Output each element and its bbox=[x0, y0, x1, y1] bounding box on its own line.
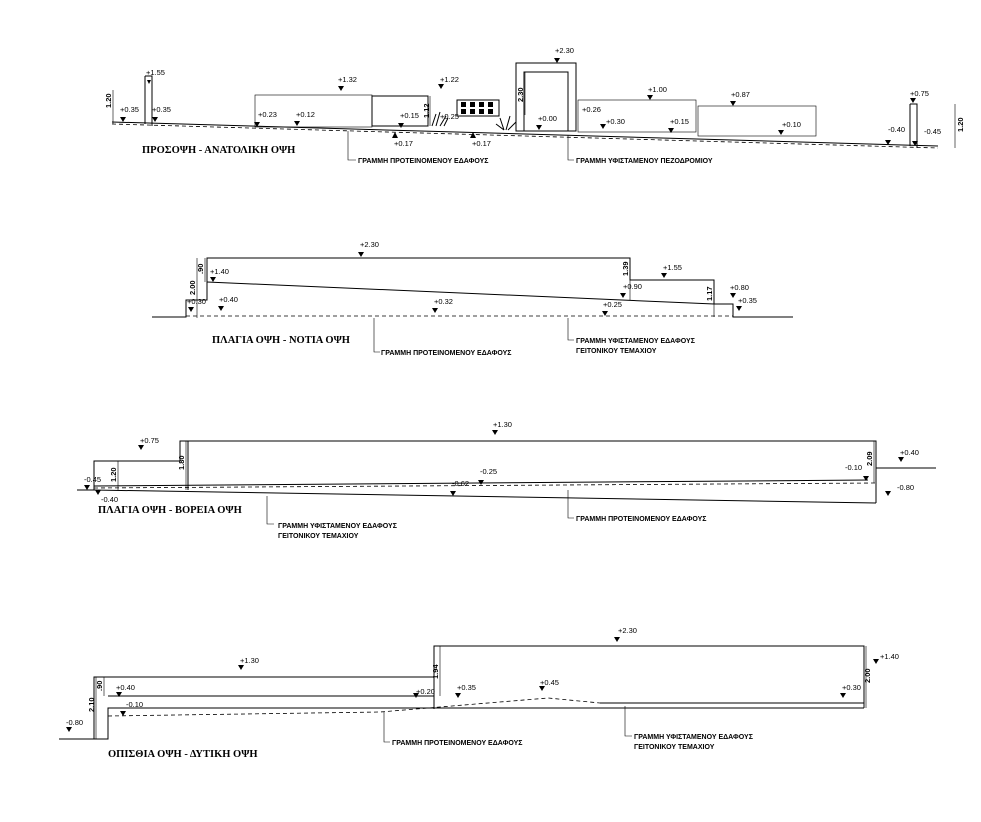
level-label: +0.25 bbox=[440, 112, 459, 121]
level-label: +0.30 bbox=[187, 297, 206, 306]
existing-ground-note: ΓΡΑΜΜΗ ΥΦΙΣΤΑΜΕΝΟΥ ΕΔΑΦΟΥΣ bbox=[634, 734, 753, 741]
level-label: +0.87 bbox=[731, 90, 750, 99]
level-label: -0.40 bbox=[888, 125, 905, 134]
level-label: +0.35 bbox=[738, 296, 757, 305]
proposed-ground-note: ΓΡΑΜΜΗ ΠΡΟΤΕΙΝΟΜΕΝΟΥ ΕΔΑΦΟΥΣ bbox=[358, 158, 488, 165]
existing-ground-note-2: ΓΕΙΤΟΝΙΚΟΥ ΤΕΜΑΧΙΟΥ bbox=[634, 744, 715, 751]
dimension-label: 1.20 bbox=[109, 467, 118, 482]
dimension-label: 2.00 bbox=[188, 280, 197, 295]
level-label: +0.75 bbox=[910, 89, 929, 98]
level-label: +1.40 bbox=[880, 652, 899, 661]
level-label: +0.35 bbox=[457, 683, 476, 692]
level-label: +0.17 bbox=[472, 139, 491, 148]
level-label: +0.30 bbox=[606, 117, 625, 126]
level-label: +0.25 bbox=[603, 300, 622, 309]
dimension-label: 1.94 bbox=[431, 664, 440, 679]
east-elevation-title: ΠΡΟΣΟΨΗ - ΑΝΑΤΟΛΙΚΗ ΟΨΗ bbox=[142, 145, 295, 156]
east-elevation: +1.55 +0.35 +0.35 +0.23 +0.12 +1.32 +0.1… bbox=[104, 46, 965, 165]
existing-sidewalk-note: ΓΡΑΜΜΗ ΥΦΙΣΤΑΜΕΝΟΥ ΠΕΖΟΔΡΟΜΙΟΥ bbox=[576, 158, 713, 165]
level-label: +1.40 bbox=[210, 267, 229, 276]
dimension-label: .90 bbox=[95, 681, 104, 691]
level-label: +0.45 bbox=[540, 678, 559, 687]
existing-ground-note: ΓΡΑΜΜΗ ΥΦΙΣΤΑΜΕΝΟΥ ΕΔΑΦΟΥΣ bbox=[576, 338, 695, 345]
existing-ground-note-2: ΓΕΙΤΟΝΙΚΟΥ ΤΕΜΑΧΙΟΥ bbox=[278, 533, 359, 540]
level-label: -0.45 bbox=[84, 475, 101, 484]
level-label: +1.22 bbox=[440, 75, 459, 84]
proposed-ground-note: ΓΡΑΜΜΗ ΠΡΟΤΕΙΝΟΜΕΝΟΥ ΕΔΑΦΟΥΣ bbox=[381, 350, 511, 357]
level-label: +1.30 bbox=[240, 656, 259, 665]
level-label: +0.35 bbox=[120, 105, 139, 114]
proposed-ground-note: ΓΡΑΜΜΗ ΠΡΟΤΕΙΝΟΜΕΝΟΥ ΕΔΑΦΟΥΣ bbox=[576, 516, 706, 523]
level-label: +0.17 bbox=[394, 139, 413, 148]
level-label: +0.35 bbox=[152, 105, 171, 114]
south-elevation: +2.30 +1.40 +0.30 +0.40 +0.32 +0.25 +0.9… bbox=[152, 240, 793, 357]
level-label: +0.26 bbox=[582, 105, 601, 114]
level-label: +2.30 bbox=[360, 240, 379, 249]
level-label: +0.90 bbox=[623, 282, 642, 291]
level-label: +0.15 bbox=[670, 117, 689, 126]
west-elevation: +2.30 +1.30 +0.40 -0.10 -0.80 +0.20 +0.3… bbox=[59, 626, 899, 760]
north-elevation: +1.30 +0.75 -0.45 -0.40 -0.25 -0.62 +0.4… bbox=[77, 420, 936, 540]
dimension-label: 1.17 bbox=[705, 286, 714, 301]
level-label: +0.80 bbox=[730, 283, 749, 292]
level-label: +0.40 bbox=[900, 448, 919, 457]
level-label: +1.55 bbox=[146, 68, 165, 77]
level-label: +2.30 bbox=[618, 626, 637, 635]
dimension-label: 2.30 bbox=[516, 87, 525, 102]
north-elevation-title: ΠΛΑΓΙΑ ΟΨΗ - ΒΟΡΕΙΑ ΟΨΗ bbox=[98, 505, 242, 516]
level-label: +0.23 bbox=[258, 110, 277, 119]
dimension-label: 1.39 bbox=[621, 261, 630, 276]
level-label: -0.25 bbox=[480, 467, 497, 476]
level-label: +0.40 bbox=[116, 683, 135, 692]
dimension-label: 1.20 bbox=[104, 93, 113, 108]
level-label: +0.32 bbox=[434, 297, 453, 306]
level-label: +0.00 bbox=[538, 114, 557, 123]
level-label: +2.30 bbox=[555, 46, 574, 55]
level-label: -0.40 bbox=[101, 495, 118, 504]
level-label: +1.00 bbox=[648, 85, 667, 94]
level-label: -0.45 bbox=[924, 127, 941, 136]
level-label: +0.30 bbox=[842, 683, 861, 692]
existing-ground-note-2: ΓΕΙΤΟΝΙΚΟΥ ΤΕΜΑΧΙΟΥ bbox=[576, 348, 657, 355]
level-label: -0.80 bbox=[897, 483, 914, 492]
dimension-label: 1.12 bbox=[422, 103, 431, 118]
level-label: -0.62 bbox=[452, 479, 469, 488]
dimension-label: 1.20 bbox=[956, 117, 965, 132]
south-elevation-title: ΠΛΑΓΙΑ ΟΨΗ - ΝΟΤΙΑ ΟΨΗ bbox=[212, 335, 350, 346]
level-label: +1.30 bbox=[493, 420, 512, 429]
level-label: +0.40 bbox=[219, 295, 238, 304]
dimension-label: 1.80 bbox=[177, 455, 186, 470]
level-label: -0.10 bbox=[845, 463, 862, 472]
level-label: -0.80 bbox=[66, 718, 83, 727]
dimension-label: 2.10 bbox=[87, 697, 96, 712]
level-label: +1.32 bbox=[338, 75, 357, 84]
dimension-label: .90 bbox=[196, 264, 205, 274]
proposed-ground-note: ΓΡΑΜΜΗ ΠΡΟΤΕΙΝΟΜΕΝΟΥ ΕΔΑΦΟΥΣ bbox=[392, 740, 522, 747]
level-label: -0.10 bbox=[126, 700, 143, 709]
dimension-label: 2.00 bbox=[863, 668, 872, 683]
level-label: +0.15 bbox=[400, 111, 419, 120]
dimension-label: 2.09 bbox=[865, 451, 874, 466]
level-label: +0.12 bbox=[296, 110, 315, 119]
level-label: +0.10 bbox=[782, 120, 801, 129]
level-label: +1.55 bbox=[663, 263, 682, 272]
west-elevation-title: ΟΠΙΣΘΙΑ ΟΨΗ - ΔΥΤΙΚΗ ΟΨΗ bbox=[108, 749, 258, 760]
level-label: +0.75 bbox=[140, 436, 159, 445]
existing-ground-note: ΓΡΑΜΜΗ ΥΦΙΣΤΑΜΕΝΟΥ ΕΔΑΦΟΥΣ bbox=[278, 523, 397, 530]
level-label: +0.20 bbox=[416, 687, 435, 696]
